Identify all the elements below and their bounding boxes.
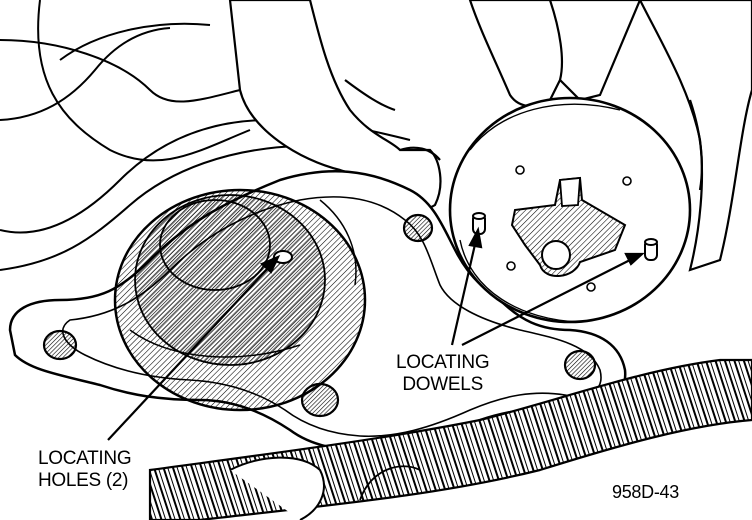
cover-bore [113, 188, 367, 412]
dowels-leader-left [450, 239, 478, 346]
bolt-hole-top [402, 213, 434, 243]
bolt-hole-bottom [300, 382, 340, 418]
locating-hole [273, 250, 293, 264]
locating-holes-label-line2: HOLES (2) [38, 470, 129, 491]
locating-dowel-right [644, 238, 658, 261]
locating-holes-label: LOCATING HOLES (2) [38, 448, 132, 492]
bolt-hole-left [42, 329, 78, 361]
holes-leader [107, 265, 271, 441]
leader-lines [107, 226, 645, 441]
locating-dowel-left [472, 212, 486, 235]
hand-illustration [228, 0, 752, 272]
locating-holes-label-line1: LOCATING [38, 448, 132, 469]
locating-dowels-label-line2: DOWELS [402, 374, 483, 395]
figure-id-label: 958D-43 [612, 482, 679, 502]
locating-dowels-label-line1: LOCATING [396, 352, 490, 373]
bolt-holes [42, 213, 597, 418]
locating-dowels-label: LOCATING DOWELS [396, 352, 490, 396]
bolt-hole-right [563, 349, 597, 381]
ribbed-hose [148, 358, 752, 520]
cover-plate [448, 96, 692, 324]
dowels-leader-right [461, 258, 633, 346]
